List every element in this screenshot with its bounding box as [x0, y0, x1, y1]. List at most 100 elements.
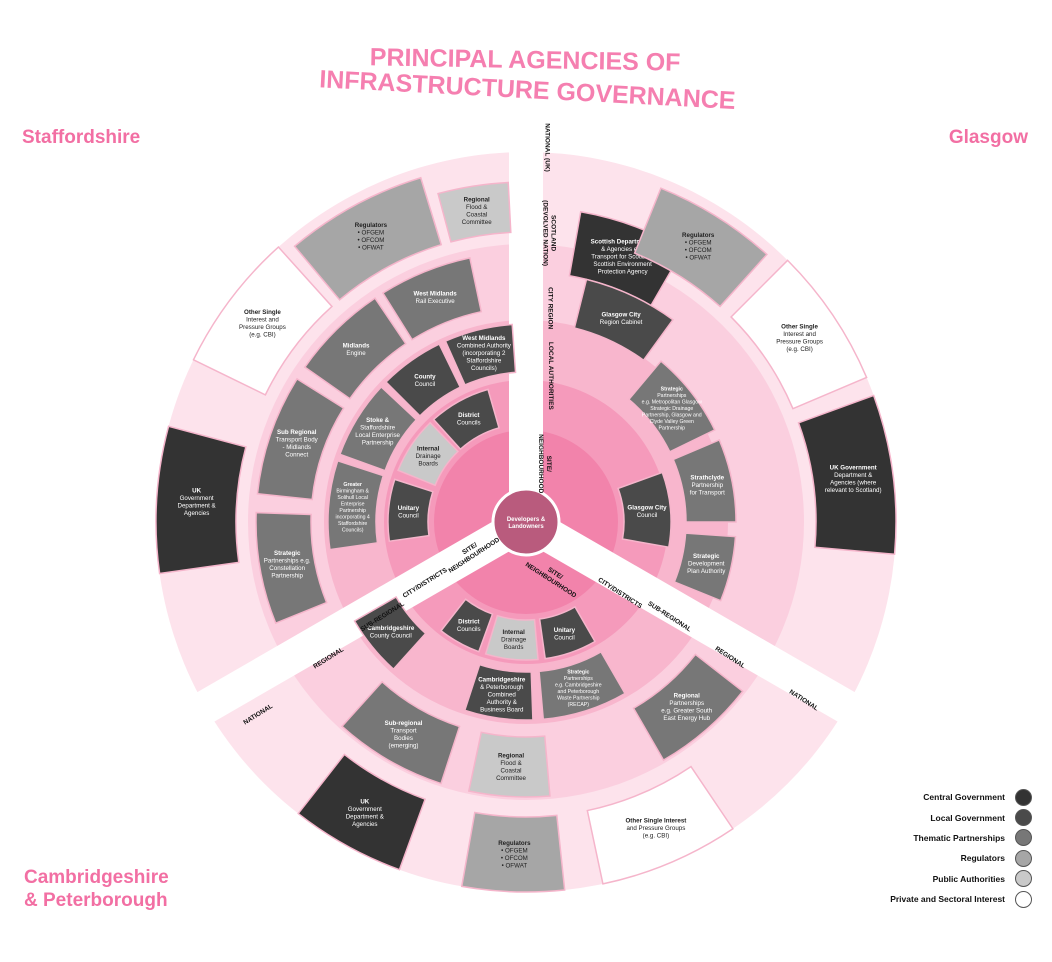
agency-label-line: for Transport	[690, 490, 725, 497]
agency-cambridgeshire: Regulators• OFGEM• OFCOM• OFWAT	[460, 811, 566, 893]
legend-item-public-authorities: Public Authorities	[802, 869, 1032, 889]
agency-box	[381, 257, 483, 341]
agency-label-line: incorporating 4	[335, 514, 369, 520]
agency-label-line: e.g. Metropolitan Glasgow	[642, 399, 703, 405]
agency-label-line: Connect	[285, 451, 308, 458]
agency-label-line: Internal	[502, 629, 525, 636]
agency-box	[573, 278, 674, 362]
agency-label-line: Plan Authority	[687, 568, 726, 575]
agency-box	[617, 471, 672, 549]
agency-label-line: (e.g. CBI)	[643, 833, 669, 840]
agency-box	[444, 323, 517, 386]
agency-label-line: Council	[554, 634, 575, 641]
agency-label-line: Strategic Drainage	[650, 406, 693, 412]
agency-box	[255, 511, 328, 625]
agency-box	[353, 595, 427, 671]
region-label-cambridgeshire: Cambridgeshire & Peterborough	[24, 866, 169, 912]
agency-label-line: Clyde Valley Green	[650, 419, 694, 425]
agency-box	[397, 421, 459, 487]
agency-box	[384, 343, 462, 417]
gap-band	[517, 507, 907, 752]
agency-glasgow: Regulators• OFGEM• OFCOM• OFWAT	[633, 187, 768, 308]
agency-label-line: Combined Authority	[457, 343, 512, 350]
agency-label-line: Boards	[418, 461, 438, 468]
gap-band	[145, 507, 535, 752]
agency-box	[293, 176, 443, 301]
agency-box	[586, 765, 734, 885]
agency-box	[192, 245, 334, 396]
agency-label-line: - Midlands	[282, 444, 311, 451]
agency-label-line: Boards	[504, 644, 524, 651]
agency-label-line: Business Board	[480, 706, 524, 713]
agency-label-line: Enterprise	[341, 501, 365, 507]
agency-box	[439, 598, 494, 653]
diagram-title: PRINCIPAL AGENCIES OF	[370, 43, 681, 76]
agency-box	[673, 532, 737, 602]
agency-label-line: Sub-regional	[385, 720, 423, 727]
agency-label-line: Midlands	[343, 342, 370, 349]
agency-box	[338, 385, 418, 472]
agency-label-line: District	[458, 619, 479, 626]
gap-lower-left	[145, 507, 535, 752]
agency-label-line: • OFCOM	[685, 247, 712, 254]
legend-label: Private and Sectoral Interest	[890, 894, 1005, 905]
agency-label-line: Councils)	[342, 527, 364, 533]
agency-label-line: Other Single	[781, 323, 818, 330]
center-label: Developers &Landowners	[507, 517, 546, 530]
agency-label-line: • OFGEM	[501, 848, 528, 855]
legend-label: Central Government	[923, 792, 1005, 803]
agency-label-line: Scottish Environment	[593, 261, 652, 268]
agency-label-line: e.g. Greater South	[661, 708, 712, 715]
region-label-glasgow: Glasgow	[948, 127, 1028, 148]
ring-label-line: (DEVOLVED NATION)	[541, 200, 548, 266]
agency-label-line: • OFGEM	[358, 230, 385, 237]
agency-label-line: relevant to Scotland)	[825, 487, 882, 494]
ring-label-line: NATIONAL (UK)	[544, 123, 551, 172]
agency-label-line: Regulators	[355, 222, 388, 229]
agency-box	[730, 259, 868, 410]
agency-label-line: Partnerships	[669, 700, 704, 707]
legend-label: Thematic Partnerships	[913, 832, 1005, 843]
agency-label-line: Councils	[457, 626, 481, 633]
agency-box	[627, 360, 716, 453]
agency-label-line: Government	[348, 806, 382, 813]
agency-label-line: Partnerships	[564, 676, 594, 682]
agency-label-line: Regulators	[682, 232, 715, 239]
agency-label-line: West Midlands	[414, 290, 458, 297]
legend-swatch	[1015, 809, 1032, 827]
agency-label-line: Cambridgeshire	[478, 676, 526, 683]
region-label-staffordshire: Staffordshire	[22, 127, 141, 148]
legend-item-central-government: Central Government	[802, 787, 1032, 807]
agency-label-line: & Agencies e.g.	[601, 246, 644, 253]
agency-label-line: Partnership	[691, 482, 723, 489]
agency-label-line: Drainage	[501, 636, 527, 643]
agency-label-line: Sub Regional	[277, 429, 317, 436]
agency-box	[672, 438, 737, 523]
agency-label-line: Stoke &	[366, 417, 390, 424]
